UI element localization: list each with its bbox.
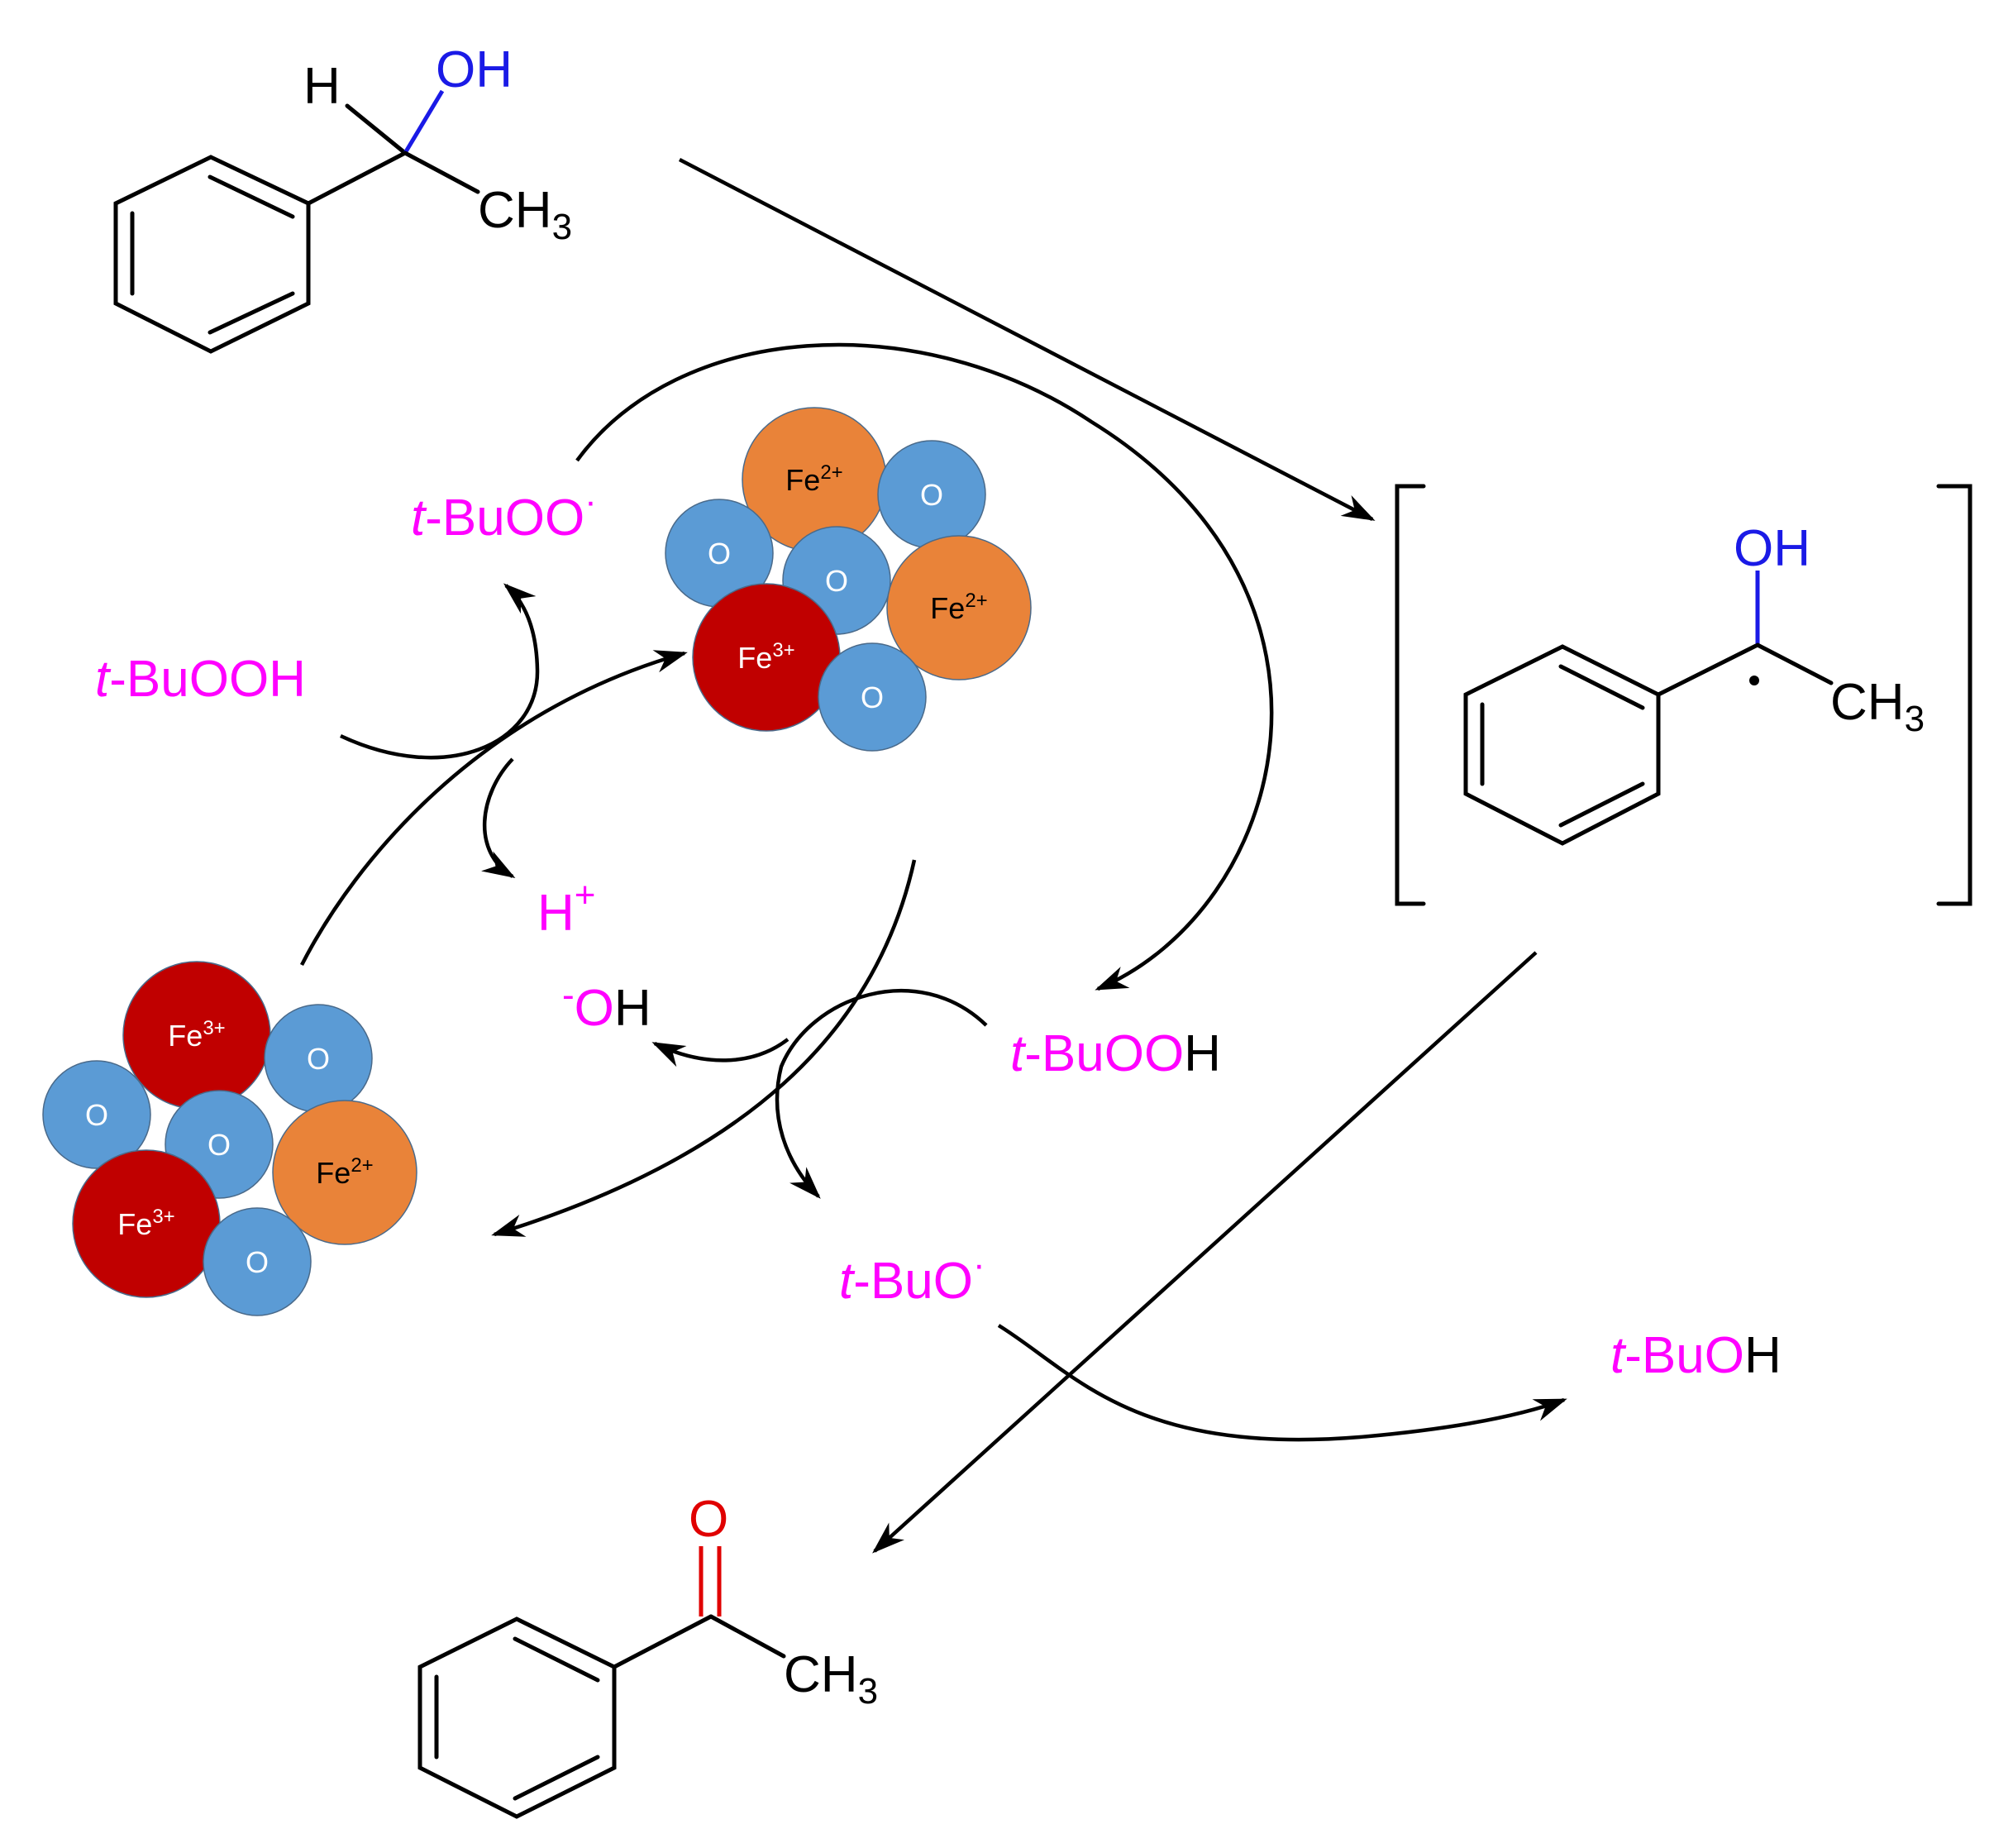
iron-sphere-label: Fe2+ (930, 590, 987, 625)
iron-fe2-sphere (272, 1100, 417, 1245)
tbuooh-left-label: t-BuOOH (95, 651, 306, 708)
iron-sphere-label: Fe3+ (168, 1017, 225, 1053)
arrow-fe3-reduction (491, 859, 917, 1237)
iron-sphere-label: Fe3+ (117, 1206, 174, 1241)
oxygen-sphere-label: O (85, 1098, 108, 1132)
reactant-ring-bond (306, 150, 408, 206)
iron-oxide-cluster-bottom: Fe3+ O O O Fe2+ Fe3+ O (42, 961, 417, 1316)
arrow-fe2-oxidation (299, 650, 688, 967)
arrow-alcohol-to-radical (678, 158, 1376, 521)
oxygen-sphere-label: O (825, 564, 848, 598)
iron-fe2-sphere (886, 535, 1032, 680)
oxygen-sphere-label: O (208, 1128, 231, 1162)
oxygen-sphere (203, 1207, 312, 1316)
iron-sphere-label: Fe2+ (785, 461, 842, 497)
product-o-label: O (689, 1491, 728, 1548)
product-ring-bond (612, 1614, 713, 1669)
product-methyl-bond (708, 1614, 786, 1659)
oxygen-sphere-label: O (246, 1245, 269, 1279)
arrow-tbuoo-regeneration (575, 342, 1274, 991)
oxygen-sphere (42, 1060, 151, 1169)
reactant-oh-bond (403, 89, 445, 155)
product-molecule: O CH3 (417, 1491, 878, 1819)
arrow-tbuooh-to-tbuo (775, 988, 988, 1199)
tbuooh-right-label: t-BuOOH (1010, 1025, 1221, 1082)
arrow-hydroxide-release (651, 1038, 789, 1067)
proton-label: H+ (537, 875, 595, 942)
product-ch3-label: CH3 (784, 1646, 878, 1712)
iron-sphere-label: Fe2+ (316, 1154, 373, 1190)
radical-dot (1749, 676, 1759, 685)
arrow-tbuo-to-tbuoh (997, 1324, 1567, 1442)
reaction-arrows (299, 158, 1567, 1554)
product-benzene-ring (417, 1616, 617, 1819)
left-bracket (1395, 484, 1426, 906)
iron-sphere-label: Fe3+ (737, 639, 794, 675)
hydroxide-label: -OH (562, 975, 651, 1037)
oxygen-sphere-label: O (708, 537, 731, 571)
arrow-radical-to-ketone (872, 951, 1538, 1554)
oxygen-sphere-label: O (307, 1042, 330, 1076)
radical-methyl-bond (1755, 642, 1834, 685)
reactant-methyl-bond (403, 150, 480, 194)
right-bracket (1936, 484, 1972, 906)
tbuo-radical-label: t-BuO· (839, 1244, 985, 1310)
iron-oxide-cluster-top: Fe2+ O O O Fe2+ Fe3+ O (665, 407, 1032, 752)
reactant-benzene-ring (113, 155, 311, 354)
radical-ch3-label: CH3 (1830, 674, 1925, 739)
reactant-molecule: H OH CH3 (113, 41, 572, 354)
radical-intermediate: OH CH3 (1395, 484, 1972, 906)
reactant-ch-bond (345, 103, 408, 155)
radical-ring-bond (1656, 642, 1760, 697)
tbuoo-radical-label: t-BuOO· (411, 481, 597, 547)
oxygen-sphere (818, 642, 927, 752)
radical-oh-label: OH (1734, 520, 1810, 577)
radical-benzene-ring (1463, 644, 1661, 846)
oxygen-sphere-label: O (920, 478, 943, 512)
tbuoh-label: t-BuOH (1610, 1327, 1782, 1384)
oxygen-sphere-label: O (861, 680, 884, 714)
arrow-tbuooh-to-tbuoo (340, 583, 540, 760)
reactant-h-label: H (303, 58, 341, 115)
reactant-oh-label: OH (436, 41, 513, 98)
reactant-ch3-label: CH3 (478, 182, 572, 247)
arrow-proton-release (480, 757, 516, 879)
